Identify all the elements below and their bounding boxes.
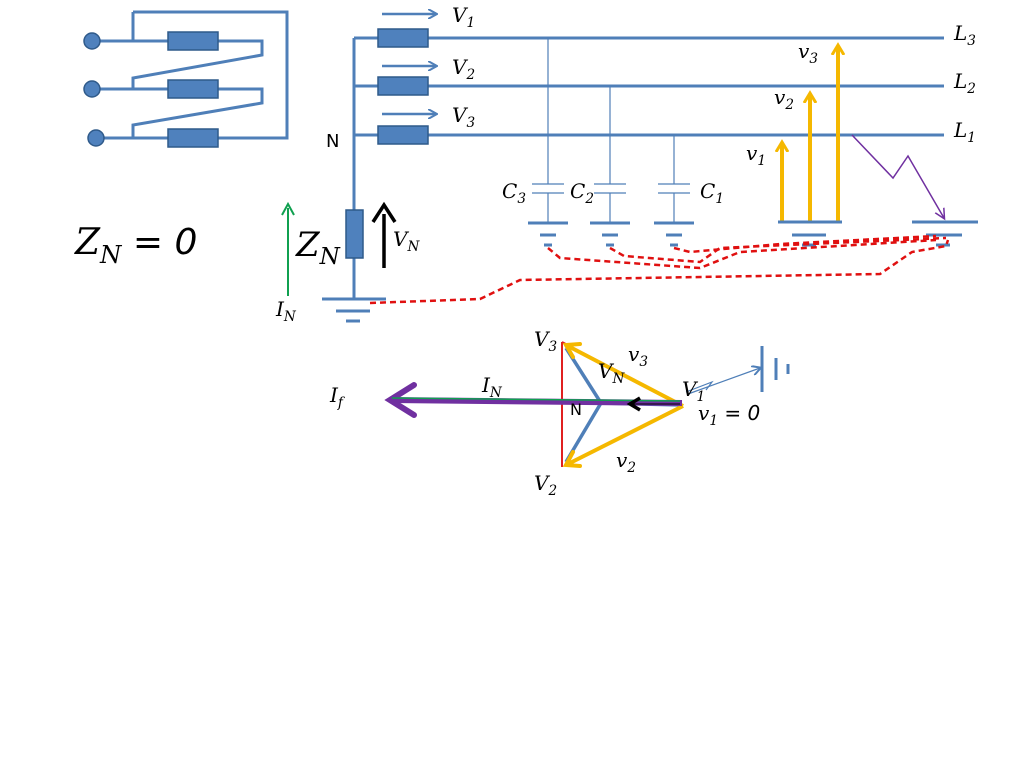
zn-label: ZN <box>295 225 341 270</box>
line-label-l3: L3 <box>953 21 976 49</box>
v1-ground-pointer <box>687 368 760 395</box>
phasor-label-v2: V2 <box>534 471 557 499</box>
v1-ground-pointer <box>685 380 714 393</box>
vn-label: VN <box>393 227 420 255</box>
fault-ground-icon <box>912 220 978 247</box>
phasor-arrowhead-v2 <box>562 450 582 468</box>
capacitor-label-c2: C2 <box>570 179 594 207</box>
winding-coil <box>167 128 219 148</box>
terminal-dot <box>83 32 101 50</box>
source-box-v1 <box>377 28 429 48</box>
phasor-diagram: V3 V2 V1 v3 v2 VN IN If N v1 = 0 <box>329 327 790 499</box>
fault-path-icon <box>851 134 944 218</box>
earth-path-c1 <box>673 234 937 254</box>
source-label-v1: V1 <box>452 3 475 31</box>
zn-equals-zero-label: ZN = 0 <box>74 222 197 269</box>
earth-path-neutral <box>369 239 950 305</box>
v1-equals-zero-label: v1 = 0 <box>698 401 760 429</box>
capacitors <box>528 38 694 247</box>
source-label-v2: V2 <box>452 55 475 83</box>
reference-ground-icon <box>778 220 842 247</box>
winding-frame <box>133 10 289 140</box>
source-box-v2 <box>377 76 429 96</box>
terminal-dot <box>83 80 101 98</box>
phasor-label-v1: V1 <box>682 377 705 405</box>
zn-impedance-box <box>345 209 364 259</box>
in-label: IN <box>275 297 297 325</box>
phasor-ground-icon <box>760 346 790 392</box>
line-label-l2: L2 <box>953 69 976 97</box>
phase-label-v3: v3 <box>798 39 818 67</box>
phasor-line-v2 <box>565 404 684 467</box>
main-circuit <box>352 36 944 299</box>
earth-return-paths <box>369 234 950 305</box>
fault-current-arrowhead <box>384 382 417 418</box>
capacitor-c3 <box>528 38 568 247</box>
winding-terminals <box>83 32 105 147</box>
terminal-dot <box>87 129 105 147</box>
phasor-label-small-v2: v2 <box>616 448 636 476</box>
winding-coils <box>167 31 219 148</box>
earth-path-c2 <box>609 236 947 264</box>
phasor-line-v3 <box>565 343 684 408</box>
winding-coil <box>167 79 219 99</box>
line-label-l1: L1 <box>953 118 976 146</box>
y-winding <box>92 10 289 140</box>
vn-phasor-arrowhead <box>626 396 641 412</box>
source-arrows <box>382 14 436 114</box>
neutral-current-phasor <box>391 397 681 402</box>
neutral-label: N <box>326 131 339 152</box>
capacitor-c1 <box>654 135 694 247</box>
phasor-label-vn: VN <box>598 359 625 387</box>
source-boxes <box>345 28 429 259</box>
winding-wire <box>131 87 264 138</box>
phasor-label-small-v3: v3 <box>628 342 648 370</box>
phasor-label-in: IN <box>481 373 503 401</box>
phase-label-v1: v1 <box>746 141 766 169</box>
phase-label-v2: v2 <box>774 85 794 113</box>
phasor-label-if: If <box>329 383 346 411</box>
in-arrow <box>281 201 295 296</box>
earth-path-c3 <box>547 238 937 270</box>
capacitor-c2 <box>590 86 630 247</box>
phasor-arrowhead-v3 <box>562 342 582 359</box>
phase-voltage-arrows <box>782 48 838 221</box>
winding-coil <box>167 31 219 51</box>
winding-wire <box>131 39 264 89</box>
source-label-v3: V3 <box>452 103 475 131</box>
capacitor-label-c3: C3 <box>502 179 526 207</box>
phasor-label-v3: V3 <box>534 327 557 355</box>
neutral-ground-icon <box>322 297 386 323</box>
phasor-neutral-label: N <box>570 400 582 419</box>
source-box-v3 <box>377 125 429 145</box>
capacitor-label-c1: C1 <box>700 179 724 207</box>
vn-arrow <box>371 201 397 268</box>
